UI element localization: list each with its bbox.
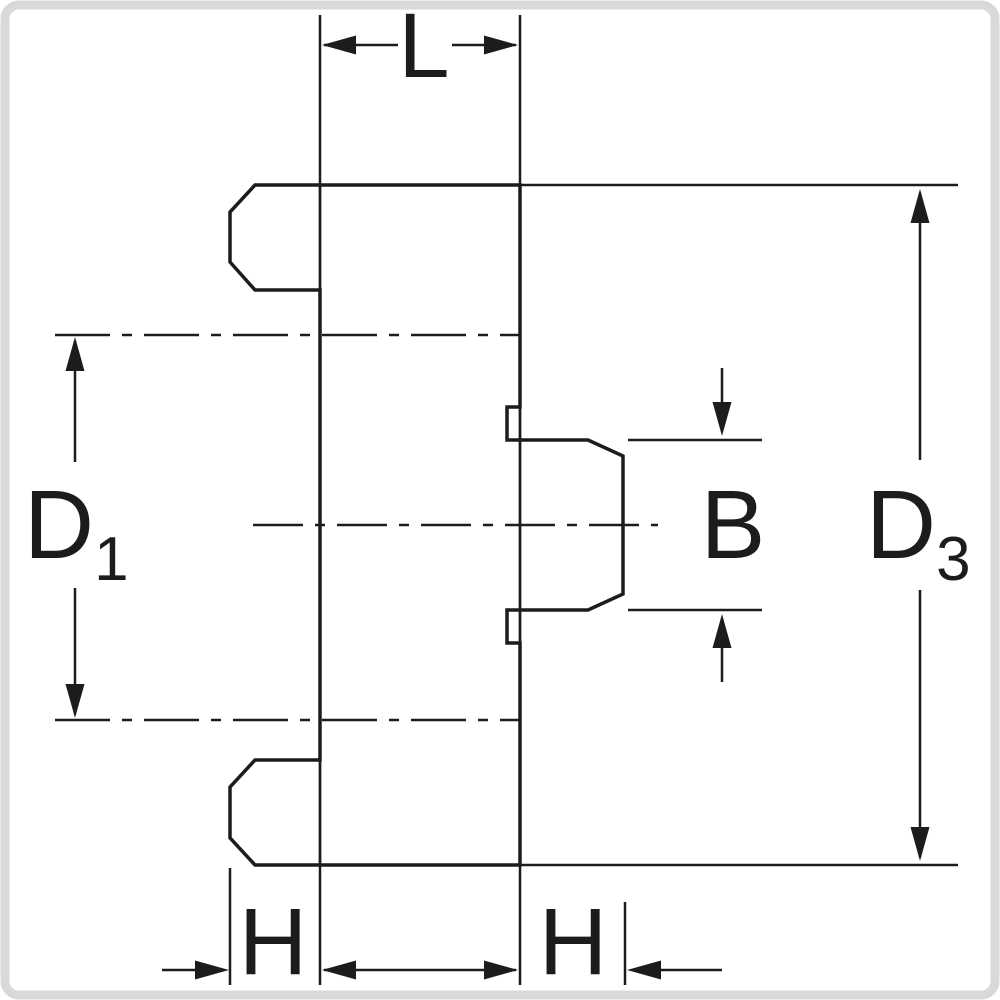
arrowhead-down-icon (712, 402, 732, 436)
arrowhead-up-icon (65, 337, 85, 371)
arrowhead-up-icon (712, 614, 732, 648)
arrowhead-right-icon (484, 960, 518, 980)
arrowhead-up-icon (910, 189, 930, 223)
label-b: B (701, 470, 766, 579)
arrowhead-down-icon (65, 684, 85, 718)
arrowhead-left-icon (322, 960, 356, 980)
label-d1: D1 (24, 470, 129, 594)
arrowhead-left-icon (322, 35, 356, 55)
dimension-b: B (628, 368, 765, 682)
arrowhead-right-icon (195, 960, 229, 980)
label-h-left: H (239, 889, 308, 995)
label-d3: D3 (866, 470, 971, 594)
dimension-h-right: H (539, 889, 722, 995)
centerlines (55, 333, 658, 722)
label-h-right: H (539, 889, 608, 995)
arrowhead-right-icon (484, 35, 518, 55)
extension-lines (228, 15, 958, 985)
dimension-d3: D3 (866, 189, 971, 861)
label-l: L (398, 0, 449, 97)
dimension-d1: D1 (24, 337, 129, 718)
dimension-h-middle (322, 960, 518, 980)
dimension-h-left: H (162, 889, 307, 995)
arrowhead-down-icon (910, 827, 930, 861)
arrowhead-left-icon (627, 960, 661, 980)
dimension-l: L (322, 0, 518, 97)
